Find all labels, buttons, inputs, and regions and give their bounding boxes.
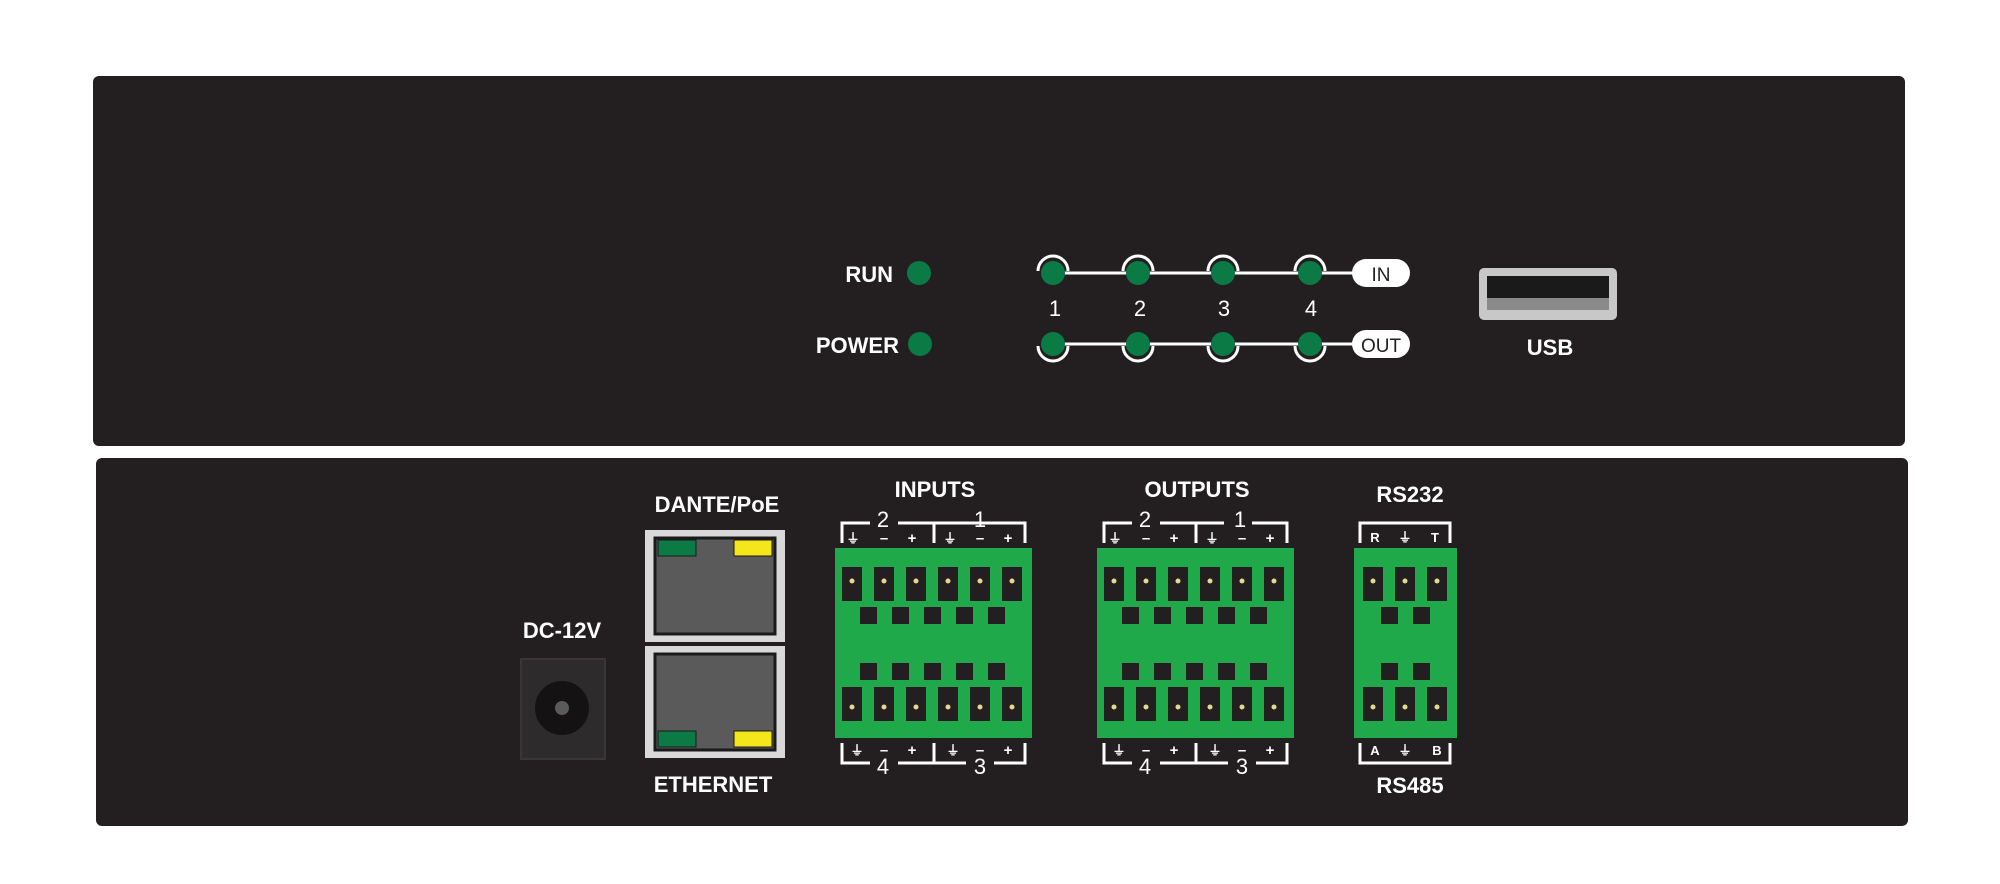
run-label: RUN bbox=[845, 262, 893, 287]
dante-port bbox=[645, 530, 785, 642]
outputs-terminal-block: 2 1 ⏚ – + ⏚ – + ⏚ – + ⏚ – + 4 3 bbox=[1097, 507, 1294, 779]
output-led-row: OUT bbox=[1036, 330, 1410, 363]
dc-jack bbox=[520, 658, 606, 760]
ethernet-label: ETHERNET bbox=[654, 772, 773, 797]
outputs-pin-minus-d: – bbox=[1238, 742, 1246, 759]
inputs-bottom-num-3: 3 bbox=[974, 754, 986, 779]
inputs-pin-plus-d: + bbox=[1004, 742, 1013, 759]
outputs-top-num-2: 2 bbox=[1139, 507, 1151, 532]
inputs-pin-minus-d: – bbox=[976, 742, 984, 759]
outputs-label: OUTPUTS bbox=[1144, 477, 1249, 502]
channel-number-3: 3 bbox=[1218, 296, 1230, 321]
dc-label: DC-12V bbox=[523, 618, 602, 643]
outputs-pin-plus-c: + bbox=[1170, 742, 1179, 759]
front-panel bbox=[93, 76, 1905, 446]
output-led-3 bbox=[1211, 332, 1235, 356]
rs232-pin-r: R bbox=[1370, 530, 1380, 545]
out-label: OUT bbox=[1361, 336, 1402, 357]
input-led-3 bbox=[1211, 261, 1235, 285]
rs485-pin-gnd: ⏚ bbox=[1398, 743, 1411, 758]
outputs-top-num-1: 1 bbox=[1234, 507, 1246, 532]
outputs-bottom-num-3: 3 bbox=[1236, 754, 1248, 779]
outputs-pin-gnd-d: ⏚ bbox=[1208, 743, 1221, 758]
power-led bbox=[908, 332, 932, 356]
rs232-label: RS232 bbox=[1376, 482, 1443, 507]
rs232-pin-t: T bbox=[1431, 530, 1439, 545]
rs232-pin-gnd: ⏚ bbox=[1398, 530, 1411, 545]
usb-label: USB bbox=[1527, 335, 1573, 360]
out-pill bbox=[1352, 330, 1410, 358]
dante-label: DANTE/PoE bbox=[655, 492, 780, 517]
usb-port bbox=[1479, 268, 1617, 320]
outputs-pin-plus-d: + bbox=[1266, 742, 1275, 759]
inputs-terminal-block: 2 1 ⏚ – + ⏚ – + ⏚ – + ⏚ – + 4 3 bbox=[835, 507, 1032, 779]
inputs-pin-minus-c: – bbox=[880, 742, 888, 759]
inputs-pin-plus-b: + bbox=[1004, 530, 1013, 547]
rs485-label: RS485 bbox=[1376, 773, 1443, 798]
in-label: IN bbox=[1372, 265, 1391, 286]
ethernet-port bbox=[645, 646, 785, 758]
input-led-1 bbox=[1041, 261, 1065, 285]
outputs-pin-minus-c: – bbox=[1142, 742, 1150, 759]
rs485-pin-a: A bbox=[1370, 743, 1380, 758]
input-led-4 bbox=[1298, 261, 1322, 285]
outputs-bottom-num-4: 4 bbox=[1139, 754, 1151, 779]
output-led-4 bbox=[1298, 332, 1322, 356]
inputs-pin-gnd-d: ⏚ bbox=[946, 743, 959, 758]
channel-number-2: 2 bbox=[1134, 296, 1146, 321]
inputs-pin-minus-a: – bbox=[880, 530, 888, 547]
channel-number-1: 1 bbox=[1049, 296, 1061, 321]
inputs-label: INPUTS bbox=[895, 477, 976, 502]
input-led-row: IN bbox=[1036, 254, 1410, 287]
channel-number-4: 4 bbox=[1305, 296, 1317, 321]
outputs-pin-plus-b: + bbox=[1266, 530, 1275, 547]
rs-terminal-block: R ⏚ T A ⏚ B bbox=[1354, 521, 1457, 765]
inputs-pin-plus-a: + bbox=[908, 530, 917, 547]
inputs-pin-minus-b: – bbox=[976, 530, 984, 547]
in-pill bbox=[1352, 259, 1410, 287]
outputs-pin-minus-a: – bbox=[1142, 530, 1150, 547]
rs485-pin-b: B bbox=[1432, 743, 1441, 758]
input-led-2 bbox=[1126, 261, 1150, 285]
outputs-pin-gnd-a: ⏚ bbox=[1108, 531, 1121, 546]
inputs-top-num-2: 2 bbox=[877, 507, 889, 532]
output-led-1 bbox=[1041, 332, 1065, 356]
output-led-2 bbox=[1126, 332, 1150, 356]
inputs-pin-gnd-c: ⏚ bbox=[850, 743, 863, 758]
inputs-pin-gnd-b: ⏚ bbox=[943, 531, 956, 546]
inputs-bottom-num-4: 4 bbox=[877, 754, 889, 779]
outputs-pin-plus-a: + bbox=[1170, 530, 1179, 547]
inputs-pin-plus-c: + bbox=[908, 742, 917, 759]
outputs-pin-minus-b: – bbox=[1238, 530, 1246, 547]
inputs-pin-gnd-a: ⏚ bbox=[846, 531, 859, 546]
run-led bbox=[907, 261, 931, 285]
outputs-pin-gnd-c: ⏚ bbox=[1112, 743, 1125, 758]
inputs-top-num-1: 1 bbox=[974, 507, 986, 532]
outputs-pin-gnd-b: ⏚ bbox=[1205, 531, 1218, 546]
power-label: POWER bbox=[816, 333, 899, 358]
